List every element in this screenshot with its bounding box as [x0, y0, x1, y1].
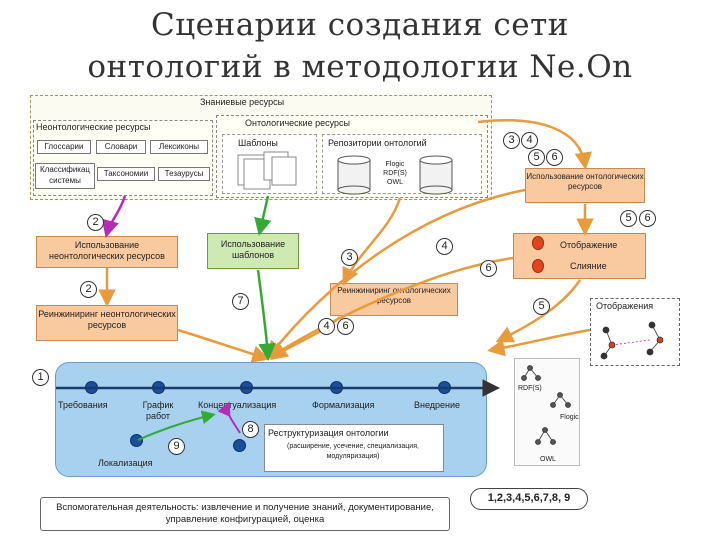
- badge-scenario-4-mid: 4: [436, 238, 453, 255]
- badge-scenario-6-mid: 6: [480, 260, 497, 277]
- patterns-label: Шаблоны: [238, 138, 278, 148]
- arrow-patterns-to-use: [254, 195, 272, 236]
- badge-scenario-1: 1: [32, 369, 49, 386]
- badge-scenario-2-top: 2: [87, 214, 104, 231]
- merging-marker: [532, 259, 544, 273]
- ontological-resources-label: Онтологические ресурсы: [245, 118, 351, 128]
- mapping-marker: [532, 236, 544, 250]
- badge-scenario-4-top: 4: [521, 132, 538, 149]
- localization-dot: [130, 434, 143, 447]
- classification-systems-item: Классификац системы: [35, 163, 95, 189]
- badge-scenario-5-top: 5: [528, 149, 545, 166]
- use-patterns-box: Использование шаблонов: [207, 233, 299, 269]
- page-title-line-1: Сценарии создания сети: [151, 7, 569, 43]
- alignments-label: Отображения: [596, 301, 654, 311]
- repository-formats-label: Flogic RDF(S) OWL: [383, 161, 407, 186]
- restructuring-dot: [233, 439, 246, 452]
- badge-scenario-9: 9: [168, 438, 185, 455]
- restructuring-detail: (расширение, усечение, специализация, мо…: [287, 443, 419, 460]
- alignment-graph-icon: [600, 321, 664, 360]
- restructuring-box: [264, 424, 444, 472]
- arrow-alignment-to-main: [487, 328, 591, 357]
- stage-formalization: Формализация: [312, 400, 375, 410]
- reengineering-ontological-box: Реинжиниринг онтологических ресурсов: [330, 283, 458, 316]
- badge-scenario-5-right: 5: [620, 210, 637, 227]
- taxonomies-item: Таксономии: [97, 167, 155, 181]
- arrow-mapping-to-main: [495, 279, 582, 343]
- arrow-use-ontological-to-main: [266, 188, 526, 359]
- support-activities-box: Вспомогательная деятельность: извлечение…: [40, 497, 450, 531]
- arrow-reengineering-to-main: [269, 316, 341, 360]
- badge-scenario-6-top: 6: [546, 149, 563, 166]
- arrow-repo-to-use-ontological: [477, 119, 592, 170]
- pattern-sheets-icon: [237, 151, 297, 190]
- format-rdf-label: RDF(S): [518, 385, 542, 392]
- thesauri-item: Тезаурусы: [158, 167, 210, 181]
- mapping-label: Отображение: [560, 240, 618, 250]
- arrow-mapping-to-main-2: [267, 256, 514, 359]
- repositories-label: Репозитории онтологий: [328, 138, 427, 148]
- arrow-nonontological-to-use: [101, 195, 127, 238]
- badge-scenario-6-lower: 6: [337, 318, 354, 335]
- arrow-restructuring-loop: [217, 401, 241, 434]
- arrow-localization: [137, 410, 216, 441]
- format-owl-label: OWL: [540, 456, 556, 463]
- merging-label: Слияние: [570, 261, 607, 271]
- format-flogic-label: Flogic: [560, 414, 579, 421]
- badge-scenario-3-top: 3: [503, 132, 520, 149]
- arrow-repo-to-reengineering: [342, 197, 402, 286]
- badge-scenario-7: 7: [232, 293, 249, 310]
- dictionaries-item: Словари: [96, 140, 146, 154]
- page-title-line-2: онтологий в методологии Ne.On: [87, 49, 633, 85]
- arrow-use-patterns-to-main: [256, 269, 276, 361]
- restructuring-label: Реструктуризация онтологии: [268, 428, 389, 438]
- badge-scenario-3-mid: 3: [341, 249, 358, 266]
- knowledge-resources-label: Знаниевые ресурсы: [200, 97, 285, 107]
- stage-schedule: График работ: [142, 400, 174, 421]
- stage-conceptualization: Концептуализация: [198, 400, 277, 410]
- badge-scenario-2-lower: 2: [80, 281, 97, 298]
- format-trees-icon: [521, 365, 571, 445]
- repository-cylinders-icon: [337, 155, 453, 195]
- badge-scenario-5-lower: 5: [533, 298, 550, 315]
- localization-label: Локализация: [98, 458, 153, 468]
- badge-scenario-6-right: 6: [639, 210, 656, 227]
- glossaries-item: Глоссарии: [37, 140, 91, 154]
- use-ontological-box: Использование онтологических ресурсов: [525, 168, 645, 203]
- arrow-reengineering-nonont-to-main: [177, 328, 270, 363]
- stage-implementation: Внедрение: [414, 400, 461, 410]
- badge-scenario-8: 8: [242, 421, 259, 438]
- stage-requirements: Требования: [58, 400, 108, 410]
- support-scenarios-badge: 1,2,3,4,5,6,7,8, 9: [470, 488, 588, 510]
- non-ontological-resources-label: Неонтологические ресурсы: [36, 122, 151, 132]
- lexicons-item: Лексиконы: [150, 140, 208, 154]
- badge-scenario-4-lower: 4: [318, 318, 335, 335]
